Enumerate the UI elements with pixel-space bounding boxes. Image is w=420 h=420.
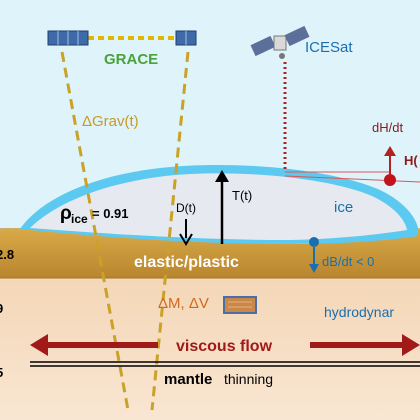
thickness-arrow-head-icon	[215, 170, 229, 182]
depression-label: D(t)	[176, 201, 196, 215]
icesat-satellite-icon	[250, 25, 310, 59]
grace-beam-right	[150, 51, 190, 411]
db-dt-marker-icon	[309, 237, 319, 247]
delta-grav-label: ΔGrav(t)	[82, 113, 139, 130]
rho-subscript: ice	[71, 212, 88, 226]
viscous-flow-label: viscous flow	[176, 338, 273, 355]
ice-label: ice	[334, 199, 353, 216]
dh-dt-label: dH/dt	[372, 120, 403, 135]
depression-arrow-head-icon	[179, 233, 193, 246]
left-value-1: 2.8	[0, 247, 14, 262]
icesat-surface-line-bottom	[284, 175, 420, 183]
left-value-2: 9	[0, 301, 3, 316]
db-dt-label: dB/dt < 0	[322, 254, 374, 269]
grace-label: GRACE	[104, 51, 158, 68]
grace-satellite-right-icon	[175, 30, 197, 46]
rho-symbol: ρ	[60, 203, 72, 224]
mass-volume-label: ΔM, ΔV	[158, 295, 209, 312]
db-dt-arrow-head-icon	[309, 264, 319, 273]
dh-dt-arrow-head-icon	[384, 146, 396, 156]
flow-arrow-left-head-icon	[30, 334, 48, 356]
grace-satellite-left-icon	[47, 30, 89, 46]
thinning-label: thinning	[224, 371, 273, 387]
grace-beam-left	[60, 51, 130, 411]
mantle-label: mantle	[164, 371, 212, 388]
icesat-label: ICESat	[305, 39, 353, 56]
rho-value: = 0.91	[92, 206, 129, 221]
flow-arrow-right-head-icon	[402, 334, 420, 356]
hydrodynamic-label: hydrodynar	[324, 304, 394, 320]
mantle-layer	[0, 262, 420, 420]
volume-box-icon	[223, 296, 257, 314]
ice-sheet	[30, 173, 407, 240]
thickness-label: T(t)	[232, 188, 252, 203]
dh-dt-marker-icon	[384, 174, 396, 186]
h-partial-label: H(	[404, 153, 418, 168]
left-value-3: 5	[0, 365, 3, 380]
elastic-plastic-label: elastic/plastic	[134, 254, 239, 271]
